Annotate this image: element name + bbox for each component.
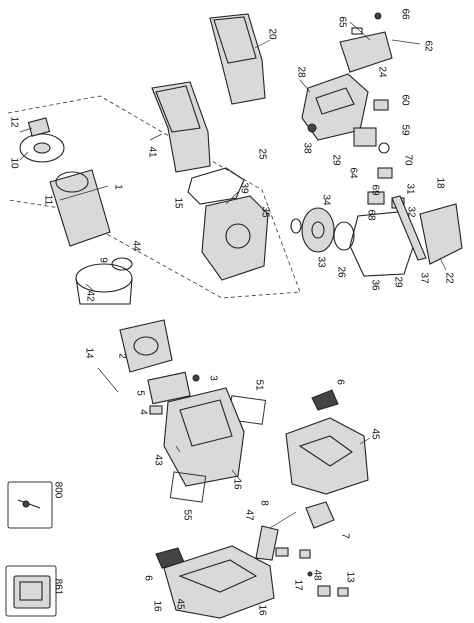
- callout-c24: 24: [376, 66, 387, 78]
- callout-c861: 861: [52, 579, 63, 596]
- part-14-screw: [97, 367, 119, 393]
- part-17-small-parts: [275, 547, 313, 577]
- part-29-linkage: [391, 195, 427, 261]
- part-41-shroud: [151, 81, 211, 173]
- callout-c18: 18: [434, 177, 445, 189]
- callout-c35: 35: [259, 206, 270, 218]
- callout-c26: 26: [335, 266, 346, 278]
- part-25-gasket: [187, 167, 245, 205]
- part-6-cap-top: [311, 389, 339, 411]
- callout-c45b: 45: [174, 598, 185, 610]
- callout-c62: 62: [422, 40, 433, 52]
- callout-c15: 15: [172, 197, 183, 209]
- callout-c38: 38: [301, 142, 312, 154]
- callout-c36: 36: [369, 279, 380, 291]
- callout-c2: 2: [116, 353, 127, 359]
- callout-c4: 4: [137, 409, 148, 415]
- callout-c41: 41: [146, 146, 157, 158]
- part-800-box: [7, 481, 53, 529]
- callout-c8: 8: [258, 500, 269, 506]
- part-45-handle-upper: [285, 417, 369, 495]
- callout-c13: 13: [344, 571, 355, 583]
- callout-c12: 12: [8, 116, 19, 128]
- callout-c34: 34: [320, 194, 331, 206]
- callout-c64: 64: [347, 167, 358, 179]
- callout-c33: 33: [315, 256, 326, 268]
- callout-c22: 22: [443, 272, 454, 284]
- callout-c37: 37: [418, 272, 429, 284]
- callout-c11: 11: [42, 195, 53, 206]
- callout-c55: 55: [181, 509, 192, 521]
- part-55-label: [169, 471, 207, 503]
- callout-c32: 32: [405, 206, 416, 218]
- callout-c1: 1: [112, 184, 123, 190]
- part-45-handle-lower: [163, 545, 275, 619]
- callout-c20: 20: [266, 28, 277, 40]
- callout-c39: 39: [238, 182, 249, 194]
- callout-c51: 51: [253, 379, 264, 391]
- part-861-case: [5, 565, 57, 617]
- callout-c25: 25: [256, 148, 267, 160]
- callout-c16c: 16: [256, 604, 267, 616]
- callout-c42: 42: [84, 290, 95, 302]
- callout-c48: 48: [311, 569, 322, 581]
- callout-c65: 65: [336, 16, 347, 28]
- callout-c29b: 29: [392, 276, 403, 288]
- callout-c9: 9: [97, 257, 108, 263]
- callout-c59: 59: [399, 124, 410, 136]
- callout-c47: 47: [243, 509, 254, 521]
- callout-c43: 43: [152, 454, 163, 466]
- callout-c16b: 16: [151, 600, 162, 612]
- callout-c6a: 6: [334, 379, 345, 385]
- leader-lines: [19, 39, 447, 481]
- part-13-bits: [317, 585, 349, 597]
- callout-c28: 28: [295, 66, 306, 78]
- callout-c3: 3: [207, 375, 218, 381]
- callout-c5: 5: [134, 390, 145, 396]
- part-42-ring: [75, 263, 133, 305]
- callout-c69: 69: [369, 184, 380, 196]
- part-2-field: [119, 319, 173, 373]
- part-37-side-cover: [419, 203, 463, 265]
- callout-c29a: 29: [330, 154, 341, 166]
- callout-c60: 60: [399, 94, 410, 106]
- callout-c70: 70: [402, 154, 413, 166]
- part-34-bearing: [290, 207, 355, 253]
- part-7-switch: [305, 501, 335, 529]
- callout-c7: 7: [339, 533, 350, 539]
- callout-c68: 68: [365, 209, 376, 221]
- part-5-brush-holder: [147, 371, 200, 415]
- callout-c66: 66: [399, 8, 410, 20]
- part-62-cover-assembly: [339, 12, 393, 73]
- part-1-armature: [19, 117, 133, 271]
- callout-c16a: 16: [231, 478, 242, 490]
- callout-c31: 31: [404, 183, 415, 195]
- callout-c800: 800: [52, 482, 63, 499]
- callout-c44: 44: [130, 240, 141, 252]
- callout-c45a: 45: [369, 428, 380, 440]
- callout-c6b: 6: [142, 575, 153, 581]
- part-47-cord: [255, 511, 297, 561]
- part-43-motor-housing: [163, 387, 245, 487]
- part-20-shroud: [209, 13, 266, 105]
- part-39-gear-case: [201, 195, 269, 281]
- callout-c17: 17: [292, 579, 303, 591]
- callout-c10: 10: [8, 157, 19, 169]
- callout-c14: 14: [83, 347, 94, 359]
